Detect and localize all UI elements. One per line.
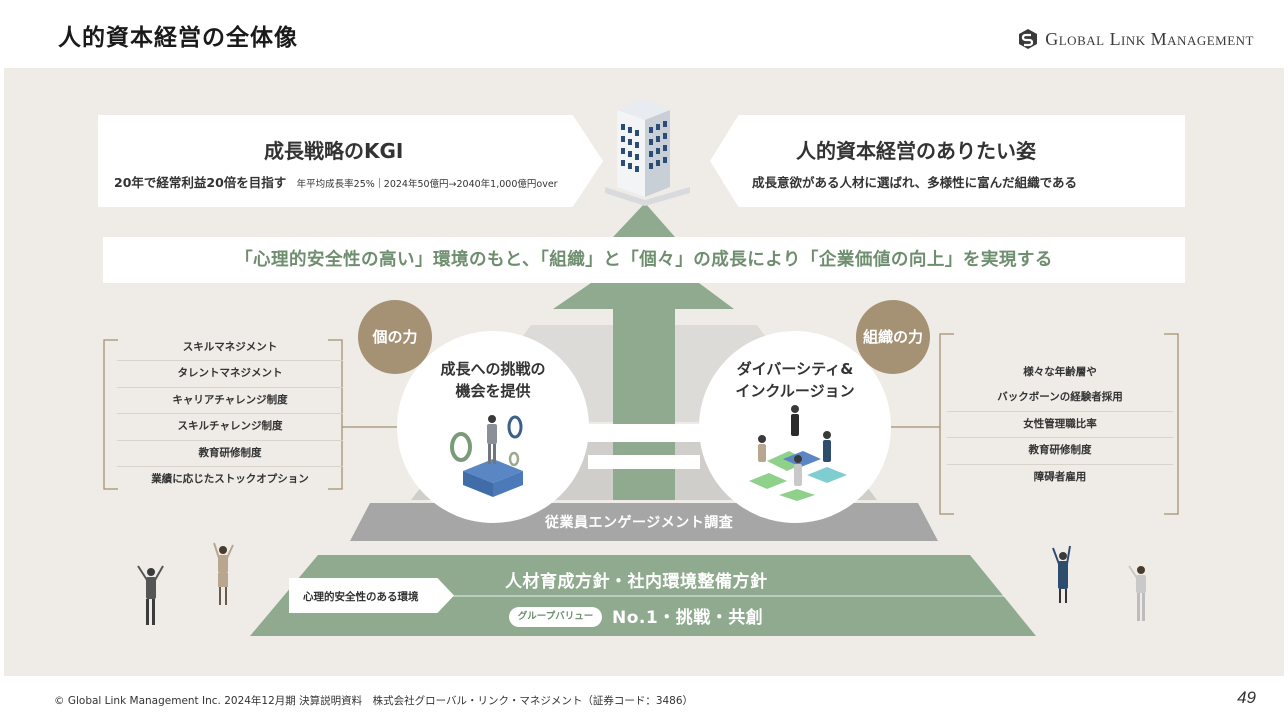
ideal-state-subtitle: 成長意欲がある人材に選ばれ、多様性に富んだ組織である (752, 175, 1078, 190)
list-item: タレントマネジメント (117, 361, 343, 388)
kgi-growth-rate: 年平均成長率25% (296, 179, 375, 190)
page-number: 49 (1237, 688, 1256, 707)
growth-arrow-body (553, 283, 734, 500)
building-icon (605, 98, 690, 206)
circle-title-line: 機会を提供 (455, 382, 531, 400)
list-item: 女性管理職比率 (947, 412, 1173, 439)
kgi-detail: 20年で経常利益20倍を目指す 年平均成長率25% 2024年50億円→2040年… (114, 172, 558, 191)
right-bracket (891, 333, 1179, 515)
organization-circle-title: ダイバーシティ& インクルージョン (699, 358, 891, 402)
logo-text: Global Link Management (1045, 28, 1254, 49)
connector-top (588, 424, 700, 442)
mission-banner: 「心理的安全性の高い」環境のもと、「組織」と「個々」の成長により「企業価値の向上… (103, 237, 1185, 283)
connector-bottom (588, 455, 700, 469)
cheering-person-2-icon (213, 542, 234, 605)
individual-power-badge: 個の力 (358, 300, 432, 374)
kgi-main: 20年で経常利益20倍を目指す (114, 175, 287, 190)
list-item: 教育研修制度 (947, 438, 1173, 465)
organization-circle: ダイバーシティ& インクルージョン (699, 331, 891, 523)
logo-mark-icon (1019, 29, 1038, 49)
group-value-pill: グループバリュー (509, 607, 602, 627)
list-item: 業績に応じたストックオプション (151, 472, 309, 485)
cheering-person-4-icon (1128, 565, 1146, 621)
ideal-state-title: 人的資本経営のありたい姿 (796, 139, 1036, 163)
list-item: バックボーンの経験者採用 (947, 385, 1173, 412)
list-item: キャリアチャレンジ制度 (117, 388, 343, 415)
organization-power-badge: 組織の力 (856, 300, 930, 374)
list-item: スキルマネジメント (117, 335, 343, 362)
company-logo: Global Link Management (1017, 28, 1254, 50)
circle-title-line: 成長への挑戦の (440, 360, 546, 378)
header: 人的資本経営の全体像 Global Link Management (0, 0, 1288, 68)
group-values: No.1・挑戦・共創 (612, 608, 764, 628)
list-item: 教育研修制度 (117, 441, 343, 467)
list-item: 障碍者雇用 (1033, 470, 1087, 483)
copyright-text: © Global Link Management Inc. 2024年12月期 … (54, 695, 694, 707)
cheering-person-3-icon (1052, 545, 1071, 603)
diverse-team-puzzle-icon (749, 405, 847, 501)
organization-measures-list: 様々な年齢層や バックボーンの経験者採用 女性管理職比率 教育研修制度 障碍者雇… (947, 360, 1173, 490)
individual-measures-list: スキルマネジメント タレントマネジメント キャリアチャレンジ制度 スキルチャレン… (117, 335, 343, 492)
left-bracket (103, 339, 398, 490)
growth-arrow (613, 203, 675, 237)
footer: © Global Link Management Inc. 2024年12月期 … (0, 676, 1288, 728)
kgi-separator (378, 178, 380, 188)
circle-title-line: インクルージョン (735, 382, 855, 400)
cheering-person-1-icon (137, 565, 164, 625)
kgi-range: 2024年50億円→2040年1,000億円over (383, 179, 558, 190)
individual-circle: 成長への挑戦の 機会を提供 (397, 331, 589, 523)
kgi-box: 成長戦略のKGI 20年で経常利益20倍を目指す 年平均成長率25% 2024年5… (98, 115, 603, 207)
ideal-state-box: 人的資本経営のありたい姿 成長意欲がある人材に選ばれ、多様性に富んだ組織である (710, 115, 1185, 207)
puzzle-person-icon (450, 415, 523, 497)
environment-text: 心理的安全性のある環境 (303, 591, 419, 603)
engagement-survey-label: 従業員エンゲージメント調査 (545, 515, 734, 531)
page-title: 人的資本経営の全体像 (58, 25, 298, 51)
list-item: スキルチャレンジ制度 (117, 414, 343, 441)
circle-title-line: ダイバーシティ& (736, 360, 854, 378)
list-item: 様々な年齢層や (1023, 366, 1097, 378)
policy-label: 人材育成方針・社内環境整備方針 (505, 572, 768, 592)
kgi-title: 成長戦略のKGI (264, 139, 404, 163)
environment-tag: 心理的安全性のある環境 (289, 578, 454, 613)
individual-circle-title: 成長への挑戦の 機会を提供 (397, 358, 589, 402)
